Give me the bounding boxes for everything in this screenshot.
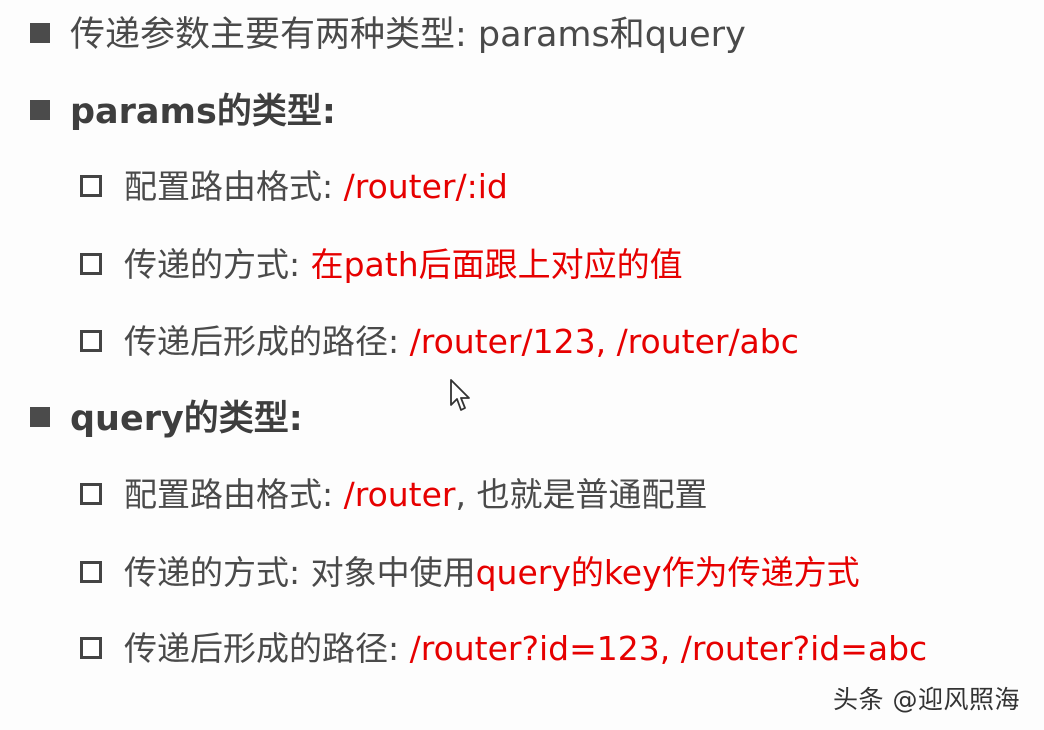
params-item-label: 传递后形成的路径: [124,322,410,361]
hollow-square-icon [80,252,102,275]
watermark: 头条 @迎风照海 [833,685,1020,714]
params-heading: params的类型: [70,92,336,132]
params-item: 配置路由格式: /router/:id [80,170,508,203]
query-heading: query的类型: [70,399,303,439]
intro-line: 传递参数主要有两种类型: params和query [30,18,746,53]
query-item: 传递的方式: 对象中使用query的key作为传递方式 [80,556,860,589]
query-item-value: query的key作为传递方式 [475,553,860,592]
params-item-value: /router/:id [343,167,508,206]
params-item-value: /router/123, /router/abc [409,322,799,361]
intro-text: 传递参数主要有两种类型: params和query [70,15,746,55]
params-item: 传递后形成的路径: /router/123, /router/abc [80,325,799,358]
hollow-square-icon [80,560,102,583]
query-item-suffix: , 也就是普通配置 [455,475,708,514]
query-item-value: /router?id=123, /router?id=abc [409,629,928,668]
query-item-label: 传递的方式: 对象中使用 [124,553,476,592]
params-heading-line: params的类型: [30,95,336,130]
query-heading-line: query的类型: [30,402,303,437]
params-item: 传递的方式: 在path后面跟上对应的值 [80,248,683,281]
filled-square-icon [30,407,50,427]
filled-square-icon [30,23,50,43]
hollow-square-icon [80,636,102,659]
params-item-label: 配置路由格式: [124,167,344,206]
query-item: 配置路由格式: /router, 也就是普通配置 [80,478,707,511]
query-item-label: 配置路由格式: [124,475,344,514]
params-item-value: 在path后面跟上对应的值 [310,245,683,284]
query-item-label: 传递后形成的路径: [124,629,410,668]
hollow-square-icon [80,482,102,505]
query-item-value: /router [343,475,456,514]
hollow-square-icon [80,329,102,352]
params-item-label: 传递的方式: [124,245,311,284]
query-item: 传递后形成的路径: /router?id=123, /router?id=abc [80,632,927,665]
mouse-cursor-icon [450,379,470,411]
filled-square-icon [30,100,50,120]
hollow-square-icon [80,174,102,197]
